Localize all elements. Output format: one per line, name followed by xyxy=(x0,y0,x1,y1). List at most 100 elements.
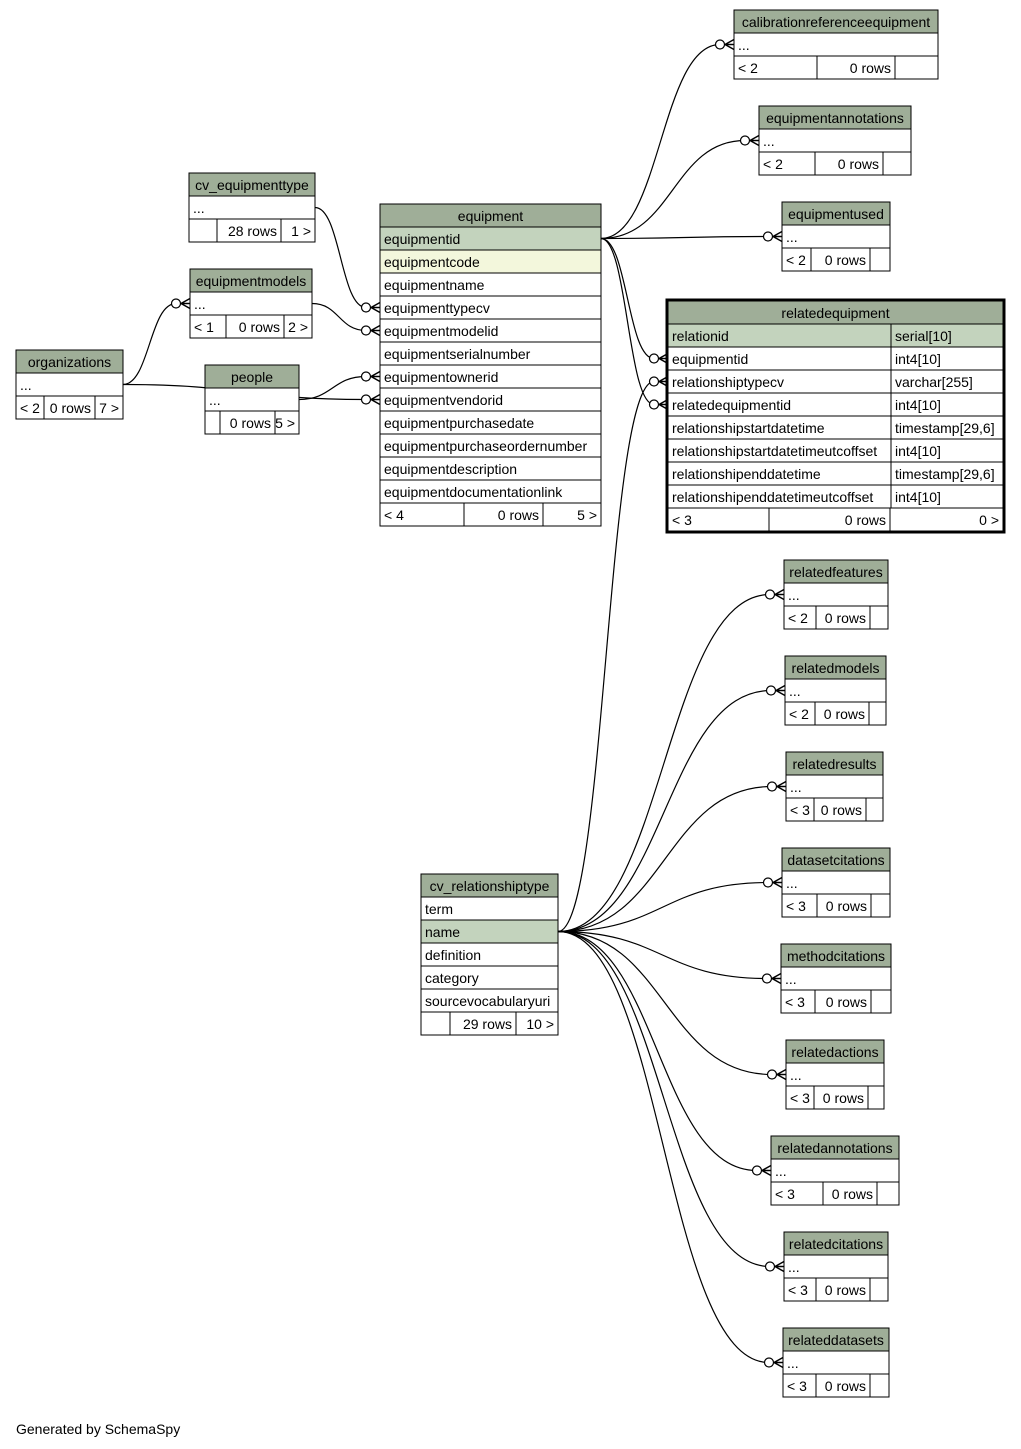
row-count: 0 rows xyxy=(50,400,91,416)
crows-foot-marker xyxy=(370,393,381,406)
column-name: equipmenttypecv xyxy=(384,300,490,316)
relationship-line xyxy=(557,930,758,1172)
optional-marker xyxy=(764,589,776,600)
crows-foot-marker xyxy=(776,1068,787,1081)
column-row xyxy=(782,1350,890,1375)
footer-cell xyxy=(876,1181,900,1206)
table-name: cv_equipmenttype xyxy=(195,177,309,193)
column-name: ... xyxy=(790,779,802,795)
row-count: 0 rows xyxy=(825,610,866,626)
column-name: ... xyxy=(787,1355,799,1371)
column-name: name xyxy=(425,924,460,940)
optional-marker xyxy=(360,302,372,313)
parents-count: < 3 xyxy=(787,1378,807,1394)
relationship-line xyxy=(600,139,746,240)
table-name: methodcitations xyxy=(787,948,885,964)
parents-count: < 3 xyxy=(785,994,805,1010)
column-row xyxy=(15,372,124,397)
relationship-edges xyxy=(122,43,773,1364)
footer-cell xyxy=(280,218,316,243)
column-row xyxy=(733,32,939,57)
children-count: 5 > xyxy=(577,507,597,523)
column-name: ... xyxy=(775,1163,787,1179)
parents-count: < 3 xyxy=(790,1090,810,1106)
table-equipment[interactable]: equipmentequipmentidequipmentcodeequipme… xyxy=(379,203,602,527)
crows-foot-marker xyxy=(180,297,191,310)
relationship-line xyxy=(600,235,769,240)
column-name: relationshipenddatetimeutcoffset xyxy=(672,489,873,505)
column-name: category xyxy=(425,970,479,986)
table-name: organizations xyxy=(28,354,111,370)
row-count: 0 rows xyxy=(498,507,539,523)
column-type: int4[10] xyxy=(895,489,941,505)
footer-cell xyxy=(274,410,300,435)
column-name: ... xyxy=(738,37,750,53)
relationship-line xyxy=(557,881,769,933)
crows-foot-marker xyxy=(749,134,760,147)
footer-cell xyxy=(204,410,221,435)
column-name: equipmentdocumentationlink xyxy=(384,484,563,500)
crows-foot-marker xyxy=(773,1356,784,1369)
footer-cell xyxy=(869,1373,890,1398)
footer-cell xyxy=(869,1277,889,1302)
column-name: relationshipstartdatetime xyxy=(672,420,825,436)
optional-marker xyxy=(764,1261,776,1272)
optional-marker xyxy=(761,973,773,984)
crows-foot-marker xyxy=(774,1260,785,1273)
parents-count: < 2 xyxy=(789,706,809,722)
footer-cell xyxy=(420,1011,451,1036)
row-count: 0 rows xyxy=(821,802,862,818)
children-count: 1 > xyxy=(291,223,311,239)
table-name: equipmentannotations xyxy=(766,110,904,126)
parents-count: < 3 xyxy=(672,512,692,528)
column-name: relationshiptypecv xyxy=(672,374,784,390)
crows-foot-marker xyxy=(772,876,783,889)
table-name: calibrationreferenceequipment xyxy=(742,14,930,30)
table-cv_relationshiptype[interactable]: cv_relationshiptypetermnamedefinitioncat… xyxy=(420,873,559,1036)
column-type: int4[10] xyxy=(895,351,941,367)
column-name: ... xyxy=(209,392,221,408)
optional-marker xyxy=(739,135,751,146)
children-count: 7 > xyxy=(99,400,119,416)
tables-layer: calibrationreferenceequipment... < 2 0 row… xyxy=(15,9,1006,1398)
optional-marker xyxy=(762,877,774,888)
row-count: 0 rows xyxy=(825,1378,866,1394)
relationship-line xyxy=(557,930,771,1268)
optional-marker xyxy=(762,231,774,242)
relationship-line xyxy=(557,930,770,1364)
table-name: equipmentmodels xyxy=(196,273,307,289)
crows-foot-marker xyxy=(761,1164,772,1177)
optional-marker xyxy=(648,376,660,387)
footer-cell xyxy=(94,395,124,420)
column-row xyxy=(781,224,891,249)
table-name: relatedmodels xyxy=(792,660,880,676)
table-name: equipmentused xyxy=(788,206,884,222)
relationship-line xyxy=(557,930,773,1076)
crows-foot-marker xyxy=(776,780,787,793)
relationship-line xyxy=(600,43,721,240)
column-row xyxy=(780,966,892,991)
optional-marker xyxy=(751,1165,763,1176)
relationship-line xyxy=(557,380,655,933)
crows-foot-marker xyxy=(774,588,785,601)
row-count: 0 rows xyxy=(850,60,891,76)
relationship-line xyxy=(557,785,773,933)
column-name: equipmentmodelid xyxy=(384,323,498,339)
